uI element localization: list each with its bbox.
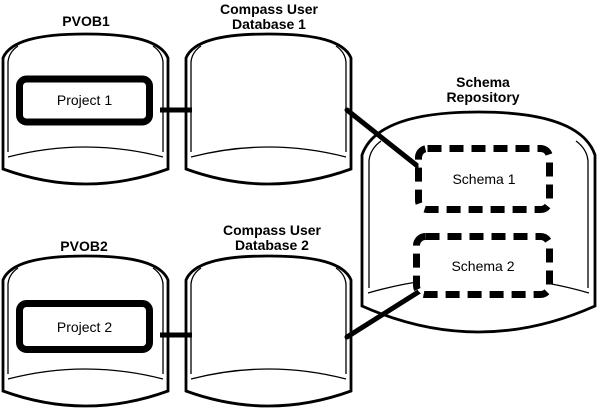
schema-repository-label-line1: Schema <box>456 74 510 90</box>
compass-db1-cylinder-right-rim <box>335 45 347 152</box>
pvob2-cylinder-left-rim <box>7 267 19 374</box>
schema-repository-label-line2: Repository <box>446 89 520 105</box>
connector-db1-schema1 <box>344 107 423 171</box>
pvob2-label: PVOB2 <box>60 238 108 254</box>
compass-db2-cylinder-bottom-rim <box>190 368 347 380</box>
connector-db2-schema2 <box>344 288 423 340</box>
compass-db1-cylinder-bottom-rim <box>190 146 347 158</box>
compass-db2-label-line2: Database 2 <box>235 237 309 253</box>
pvob1-label: PVOB1 <box>62 13 110 29</box>
compass-db1-cylinder <box>184 32 353 186</box>
compass-db2-cylinder-right-rim <box>335 267 347 374</box>
pvob2-cylinder-bottom-rim <box>7 368 164 380</box>
compass-db1-label: Compass User Database 1 <box>209 2 329 32</box>
schema-repository-cylinder-left-rim <box>368 140 382 288</box>
schema1-box-label: Schema 1 <box>452 171 516 187</box>
project1-box <box>16 75 153 126</box>
project2-box <box>16 300 153 353</box>
pvob2-cylinder-right-rim <box>152 267 164 374</box>
schema2-box <box>413 233 553 298</box>
schema-repository-label: Schema Repository <box>423 75 543 105</box>
compass-db1-label-line1: Compass User <box>219 1 319 17</box>
pvob1-cylinder-bottom-rim <box>7 146 164 158</box>
compass-db2-cylinder-left-rim <box>190 267 202 374</box>
compass-db2-label: Compass User Database 2 <box>212 223 332 253</box>
schema1-box <box>415 145 553 213</box>
project2-box-label: Project 2 <box>56 318 113 335</box>
compass-db2-label-line1: Compass User <box>222 222 322 238</box>
compass-db1-label-line2: Database 1 <box>232 16 306 32</box>
schema-repository-cylinder-right-rim <box>575 140 589 288</box>
connector-lines <box>160 107 423 340</box>
pvob1-cylinder-right-rim <box>152 45 164 152</box>
compass-db1-cylinder-body <box>184 32 353 186</box>
compass-db2-cylinder <box>184 254 353 408</box>
schema2-box-label: Schema 2 <box>451 257 515 274</box>
project1-box-label: Project 1 <box>56 92 113 108</box>
compass-db1-cylinder-left-rim <box>190 45 202 152</box>
compass-db2-cylinder-body <box>184 254 353 408</box>
pvob1-cylinder-left-rim <box>7 45 19 152</box>
